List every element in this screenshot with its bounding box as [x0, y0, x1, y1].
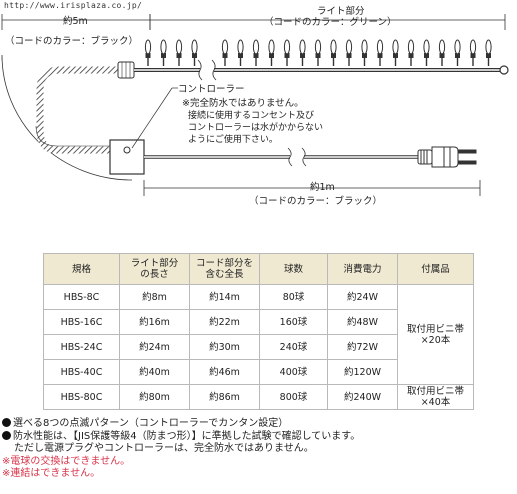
cell-power: 約120W — [327, 359, 398, 385]
light-bulb — [345, 39, 353, 66]
light-bulb — [407, 39, 415, 66]
cell-bulb-count: 400球 — [259, 359, 328, 385]
end-loop — [499, 65, 509, 75]
cell-model: HBS-8C — [43, 284, 120, 310]
page-url: http://www.irisplaza.co.jp/ — [4, 1, 143, 10]
notes-block: 選べる8つの点滅パターン（コントローラーでカンタン設定） 防水性能は、【JIS保… — [2, 418, 360, 481]
table-row: HBS-24C 約24m 約30m 240球 約72W — [43, 334, 474, 360]
light-bulb — [175, 39, 183, 66]
cell-power: 約24W — [327, 284, 398, 310]
light-bulb — [144, 39, 152, 66]
cell-model: HBS-80C — [43, 384, 120, 410]
light-bulb — [314, 39, 322, 66]
table-row: HBS-8C 約8m 約14m 80球 約24W 取付用ビニ帯×20本 — [43, 284, 474, 385]
product-diagram — [1, 14, 509, 196]
light-bulb — [330, 39, 337, 66]
cell-bulb-count: 240球 — [259, 334, 328, 360]
label-cord-color-black-top: （コードのカラー：ブラック） — [5, 36, 139, 47]
cell-total-length: 約46m — [189, 359, 260, 385]
cell-total-length: 約30m — [189, 334, 260, 360]
table-row: HBS-80C 約80m 約86m 800球 約240W 取付用ビニ帯×40本 — [43, 384, 474, 410]
spec-table: 規格 ライト部分の長さ コード部分を含む全長 球数 消費電力 付属品 HBS-8… — [43, 253, 474, 410]
light-bulb — [283, 39, 291, 66]
cell-power: 約72W — [327, 334, 398, 360]
controller-box — [109, 139, 145, 175]
warning-line-2: 接続に使用するコンセント及び — [188, 111, 315, 121]
cell-bulb-count: 160球 — [259, 309, 328, 335]
note-line-1: 選べる8つの点滅パターン（コントローラーでカンタン設定） — [2, 418, 360, 431]
light-bulb — [252, 39, 260, 66]
light-bulbs — [144, 39, 492, 66]
light-bulb — [361, 39, 368, 66]
header-model: 規格 — [43, 253, 120, 285]
light-bulb — [160, 39, 167, 66]
cell-accessory-40: 取付用ビニ帯×40本 — [397, 384, 474, 410]
dimension-1m — [143, 180, 481, 196]
label-length-1m: 約1m — [310, 182, 335, 193]
cell-bulb-count: 80球 — [259, 284, 328, 310]
cell-light-length: 約40m — [119, 359, 190, 385]
table-header-row: 規格 ライト部分の長さ コード部分を含む全長 球数 消費電力 付属品 — [43, 253, 474, 285]
light-bulb — [423, 39, 430, 66]
light-bulb — [221, 39, 229, 66]
cell-accessory-20: 取付用ビニ帯×20本 — [397, 284, 474, 385]
header-light-length: ライト部分の長さ — [119, 253, 190, 285]
label-length-5m: 約5m — [63, 16, 88, 27]
bullet-icon — [2, 418, 11, 427]
warning-line-1: ※完全防水ではありません。 — [182, 98, 304, 109]
power-plug — [417, 146, 477, 168]
cell-total-length: 約22m — [189, 309, 260, 335]
cell-light-length: 約80m — [119, 384, 190, 410]
warning-line-3: コントローラーは水がかからない — [188, 123, 324, 133]
light-bulb — [299, 39, 306, 66]
note-line-5: ※連結はできません。 — [2, 468, 101, 479]
cell-light-length: 約16m — [119, 309, 190, 335]
cell-model: HBS-24C — [43, 334, 120, 360]
light-bulb — [392, 39, 399, 66]
light-bulb — [485, 39, 492, 66]
warning-line-4: ようにご使用下さい。 — [188, 135, 278, 145]
light-bulb — [191, 39, 198, 66]
cell-total-length: 約14m — [189, 284, 260, 310]
cell-model: HBS-16C — [43, 309, 120, 335]
cell-total-length: 約86m — [189, 384, 260, 410]
light-bulb — [454, 39, 461, 66]
cell-power: 約48W — [327, 309, 398, 335]
label-cord-color-black-bottom: （コードのカラー：ブラック） — [249, 196, 383, 207]
header-bulb-count: 球数 — [259, 253, 328, 285]
table-row: HBS-16C 約16m 約22m 160球 約48W — [43, 309, 474, 335]
header-power: 消費電力 — [327, 253, 398, 285]
light-bulb — [438, 39, 446, 66]
label-light-section: ライト部分 — [317, 6, 365, 17]
table-row: HBS-40C 約40m 約46m 400球 約120W — [43, 359, 474, 385]
note-line-4: ※電球の交換はできません。 — [2, 455, 131, 467]
cell-light-length: 約8m — [119, 284, 190, 310]
label-controller: コントローラー — [178, 84, 245, 95]
light-bulb — [376, 39, 384, 66]
light-bulb — [237, 39, 244, 66]
dimension-light-section — [149, 14, 506, 30]
label-light-cord-color: （コードのカラー：グリーン） — [264, 17, 397, 28]
header-accessories: 付属品 — [397, 253, 474, 285]
cell-power: 約240W — [327, 384, 398, 410]
note-line-2: 防水性能は、【JIS保護等級4（防まつ形）】に準拠した試験で確認しています。 — [2, 430, 360, 444]
light-bulb — [469, 39, 477, 66]
twisted-cord — [36, 66, 125, 154]
cell-model: HBS-40C — [43, 359, 120, 385]
bullet-icon — [2, 430, 11, 440]
header-total-length: コード部分を含む全長 — [189, 253, 260, 285]
light-bulb — [268, 39, 275, 66]
note-line-3: ただし電源プラグやコントローラーは、完全防水ではありません。 — [14, 443, 314, 454]
cell-bulb-count: 800球 — [259, 384, 328, 410]
cell-light-length: 約24m — [119, 334, 190, 360]
